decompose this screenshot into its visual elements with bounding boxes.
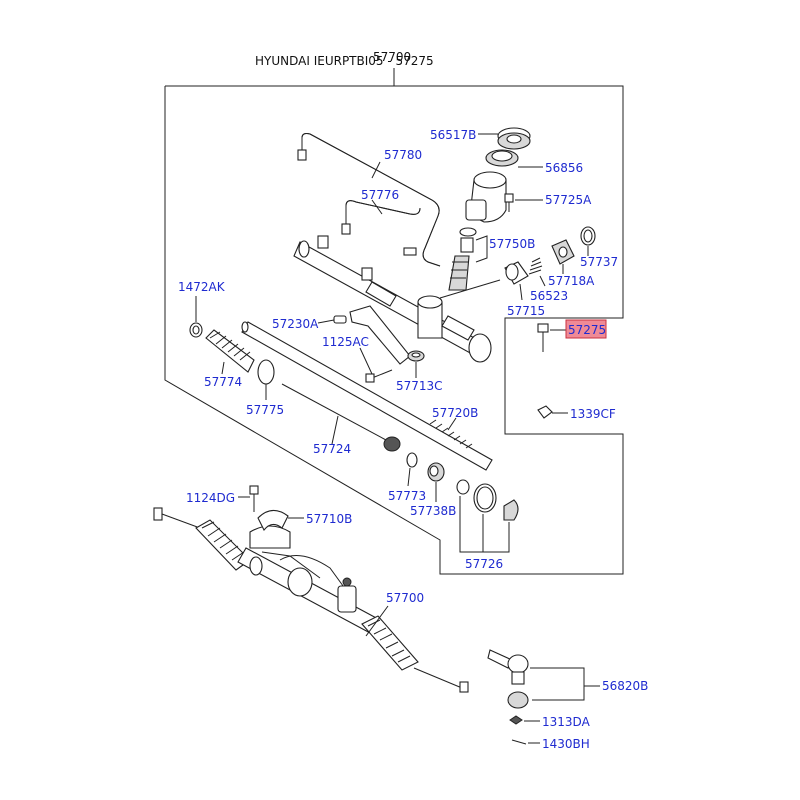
bolt-part-1125AC — [365, 369, 393, 383]
rack-housing — [293, 235, 492, 363]
tierod-part-57724 — [281, 383, 401, 452]
part-label-57776[interactable]: 57776 — [361, 188, 399, 202]
spring-part-56523 — [528, 257, 543, 275]
leader-56523 — [539, 275, 546, 287]
part-label-57718A[interactable]: 57718A — [548, 274, 595, 288]
part-label-1472AK[interactable]: 1472AK — [178, 280, 226, 294]
bolt-part-57275 — [537, 323, 549, 352]
part-label-57726[interactable]: 57726 — [465, 557, 503, 571]
part-label-56820B[interactable]: 56820B — [602, 679, 648, 693]
part-label-57275[interactable]: 57275 — [568, 323, 606, 337]
yoke-part-57715 — [504, 261, 529, 285]
seal-part-56856 — [485, 149, 519, 167]
part-label-57773[interactable]: 57773 — [388, 489, 426, 503]
ring-part-57737 — [580, 226, 596, 246]
valve-housing — [465, 171, 507, 223]
assembled-steering-gear — [153, 507, 469, 693]
part-label-57715[interactable]: 57715 — [507, 304, 545, 318]
part-label-57713C[interactable]: 57713C — [396, 379, 443, 393]
leader-57720B — [447, 417, 457, 431]
leader-57724 — [331, 415, 339, 445]
clip-part-57775 — [257, 359, 275, 385]
part-label-57230A[interactable]: 57230A — [272, 317, 319, 331]
rack-part-57720B — [241, 321, 493, 471]
part-label-57720B[interactable]: 57720B — [432, 406, 478, 420]
leader-housing-57715 — [439, 279, 501, 299]
leader-57715 — [519, 283, 523, 301]
part-label-57700[interactable]: 57700 — [386, 591, 424, 605]
leader-57774 — [221, 361, 225, 375]
leader-56820B — [530, 667, 585, 701]
clamp-part-57710B — [257, 509, 289, 532]
part-label-1313DA[interactable]: 1313DA — [542, 715, 591, 729]
pipe-part-57780 — [297, 133, 441, 267]
ring-part-57773 — [406, 452, 418, 468]
bolt-part-1124DG — [249, 485, 259, 512]
part-label-57710B[interactable]: 57710B — [306, 512, 352, 526]
clamp-part-1472AK — [189, 322, 203, 338]
leader-57776 — [371, 199, 383, 215]
part-label-57774[interactable]: 57774 — [204, 375, 242, 389]
part-label-1430BH[interactable]: 1430BH — [542, 737, 590, 751]
tierod-end-part-56820B — [487, 649, 529, 709]
nut-part-1313DA — [509, 715, 523, 725]
plate-part-57718A — [551, 239, 575, 265]
diagram-title-overlay: 57700 — [373, 50, 411, 64]
leader-57700 — [365, 605, 389, 637]
pinion-part-57750B — [448, 227, 477, 291]
part-label-57780[interactable]: 57780 — [384, 148, 422, 162]
bracket-part-57230A — [333, 305, 411, 365]
bolt-part-57725A — [504, 193, 514, 212]
boot-part-57774 — [205, 329, 255, 373]
leader-57780 — [371, 161, 381, 179]
part-label-56856[interactable]: 56856 — [545, 161, 583, 175]
nut-part-1339CF — [537, 405, 553, 419]
part-label-57738B[interactable]: 57738B — [410, 504, 456, 518]
highlight-box-57275 — [565, 319, 607, 339]
cap-part-56517B — [497, 127, 531, 150]
part-label-57724[interactable]: 57724 — [313, 442, 351, 456]
part-label-1125AC[interactable]: 1125AC — [322, 335, 369, 349]
assembly-frame — [164, 85, 624, 575]
part-label-1339CF[interactable]: 1339CF — [570, 407, 616, 421]
part-label-56517B[interactable]: 56517B — [430, 128, 476, 142]
part-label-1124DG[interactable]: 1124DG — [186, 491, 235, 505]
grommet-part-57713C — [407, 350, 425, 362]
part-label-57750B[interactable]: 57750B — [489, 237, 535, 251]
leader-57726 — [459, 496, 510, 553]
leader-57750B — [475, 235, 488, 263]
leader-1125AC — [359, 347, 373, 375]
part-label-56523[interactable]: 56523 — [530, 289, 568, 303]
leader-57230A — [317, 319, 335, 324]
pipe-part-57776 — [341, 200, 421, 256]
part-label-57725A[interactable]: 57725A — [545, 193, 592, 207]
part-label-57775[interactable]: 57775 — [246, 403, 284, 417]
bushing-part-57738B — [427, 462, 445, 482]
part-label-57737[interactable]: 57737 — [580, 255, 618, 269]
seal-set-part-57726 — [456, 479, 519, 521]
diagram-title: HYUNDAI IEURPTBI05 - 57275 — [255, 54, 434, 68]
pin-part-1430BH — [511, 739, 527, 745]
leader-57773 — [407, 467, 411, 487]
